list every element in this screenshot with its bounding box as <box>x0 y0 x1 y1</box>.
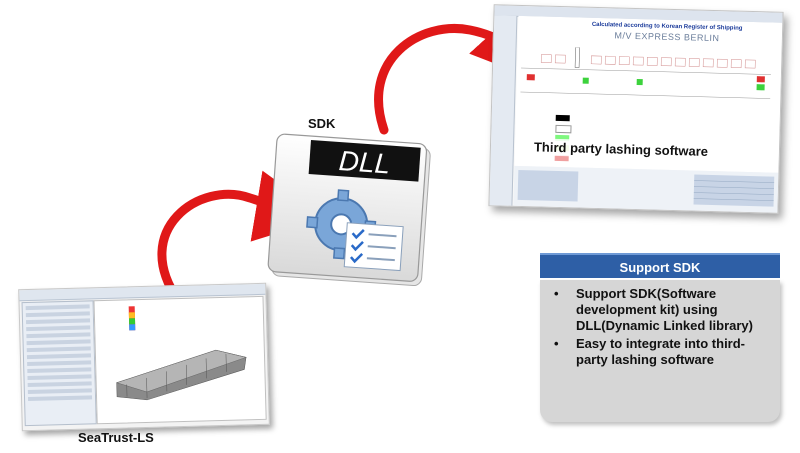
vessel-3d-view <box>93 295 267 425</box>
bullet: • <box>554 336 559 351</box>
seatrust-label: SeaTrust-LS <box>78 430 154 445</box>
vessel-name: M/V EXPRESS BERLIN <box>614 30 720 44</box>
bay-grid <box>520 47 771 99</box>
results-panel <box>513 165 779 213</box>
third-party-screenshot: Calculated according to Korean Register … <box>488 4 784 214</box>
legend-swatch <box>555 114 570 122</box>
bullet: • <box>554 286 559 301</box>
support-sdk-body: • Support SDK(Software development kit) … <box>540 280 780 422</box>
list-item: • Support SDK(Software development kit) … <box>554 286 770 334</box>
support-sdk-box: Support SDK • Support SDK(Software devel… <box>540 253 780 423</box>
list-item-text: Easy to integrate into third-party lashi… <box>576 336 746 367</box>
seatrust-screenshot <box>18 282 270 432</box>
list-item-text: Support SDK(Software development kit) us… <box>576 286 753 333</box>
data-panel <box>21 300 97 427</box>
dll-document: DLL <box>262 133 440 293</box>
support-sdk-title: Support SDK <box>540 253 780 278</box>
legend-swatch <box>555 124 572 134</box>
sdk-label: SDK <box>308 116 336 131</box>
lashing-sheet: Calculated according to Korean Register … <box>514 15 783 173</box>
list-item: • Easy to integrate into third-party las… <box>554 336 770 368</box>
checklist-icon <box>343 222 404 272</box>
dll-title: DLL <box>338 145 391 180</box>
